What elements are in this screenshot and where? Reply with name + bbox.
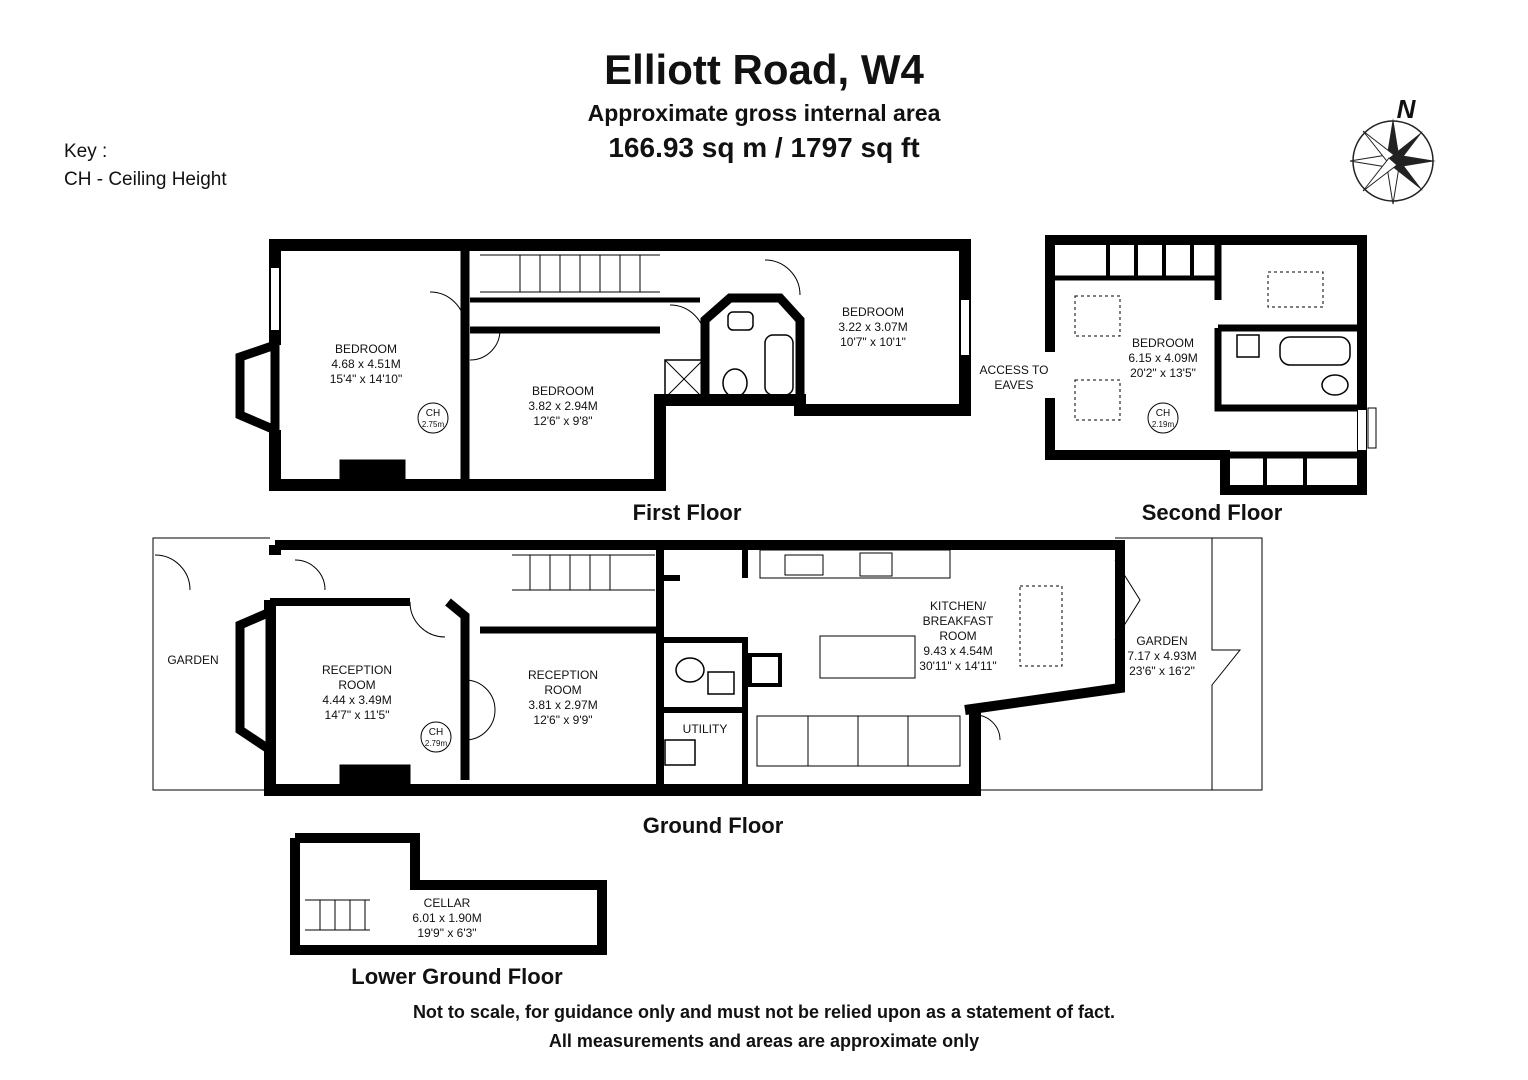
room-imperial: 20'2" x 13'5" <box>1130 366 1196 380</box>
svg-text:14'7" x 11'5": 14'7" x 11'5" <box>325 708 390 722</box>
room-ground-floor-reception-1: RECEPTION ROOM 4.44 x 3.49M 14'7" x 11'5… <box>322 663 452 753</box>
ceiling-height-value: 2.19m <box>1152 420 1175 429</box>
key-heading: Key : <box>64 141 108 162</box>
room-ground-floor-kitchen: KITCHEN/ BREAKFAST ROOM 9.43 x 4.54M 30'… <box>919 599 996 673</box>
svg-text:3.81 x 2.97M: 3.81 x 2.97M <box>528 698 597 712</box>
room-ground-floor-garden-front: GARDEN <box>167 653 218 667</box>
svg-text:KITCHEN/: KITCHEN/ <box>930 599 987 613</box>
room-imperial: 10'7" x 10'1" <box>840 335 906 349</box>
room-dims: 4.68 x 4.51M <box>331 357 400 371</box>
page-title: Elliott Road, W4 <box>604 46 924 93</box>
first-floor-plan <box>235 239 971 491</box>
compass-north-label: N <box>1397 94 1417 124</box>
svg-text:19'9" x 6'3": 19'9" x 6'3" <box>417 926 476 940</box>
room-name: BEDROOM <box>842 305 904 319</box>
room-first-floor-bedroom-2: BEDROOM 3.82 x 2.94M 12'6" x 9'8" <box>528 384 597 428</box>
room-ground-floor-reception-2: RECEPTION ROOM 3.81 x 2.97M 12'6" x 9'9" <box>528 668 598 727</box>
svg-text:ROOM: ROOM <box>544 683 581 697</box>
ground-floor-plan <box>152 537 1263 796</box>
ceiling-height-value: 2.79m <box>425 739 448 748</box>
svg-text:9.43 x 4.54M: 9.43 x 4.54M <box>923 644 992 658</box>
room-ground-floor-garden-rear: GARDEN 7.17 x 4.93M 23'6" x 16'2" <box>1127 634 1196 678</box>
svg-text:12'6" x 9'9": 12'6" x 9'9" <box>533 713 592 727</box>
lower-ground-floor-plan <box>290 833 607 955</box>
room-second-floor-bedroom: BEDROOM 6.15 x 4.09M 20'2" x 13'5" CH 2.… <box>1128 336 1198 434</box>
svg-text:RECEPTION: RECEPTION <box>528 668 598 682</box>
ceiling-height-label: CH <box>1156 408 1170 419</box>
ground-floor-label: Ground Floor <box>642 813 784 838</box>
ceiling-height-label: CH <box>426 408 440 419</box>
room-first-floor-bedroom-1: BEDROOM 4.68 x 4.51M 15'4" x 14'10" CH 2… <box>330 342 449 434</box>
second-floor-plan <box>1045 235 1377 495</box>
room-ground-floor-utility: UTILITY <box>683 722 728 736</box>
svg-text:BREAKFAST: BREAKFAST <box>923 614 994 628</box>
total-area: 166.93 sq m / 1797 sq ft <box>608 132 920 163</box>
lower-ground-floor-label: Lower Ground Floor <box>351 964 563 989</box>
svg-text:6.01 x 1.90M: 6.01 x 1.90M <box>412 911 481 925</box>
ceiling-height-value: 2.75m <box>422 420 445 429</box>
first-floor-label: First Floor <box>632 500 742 525</box>
room-first-floor-bedroom-3: BEDROOM 3.22 x 3.07M 10'7" x 10'1" <box>838 305 907 349</box>
svg-text:GARDEN: GARDEN <box>167 653 218 667</box>
svg-text:ROOM: ROOM <box>939 629 976 643</box>
room-dims: 3.22 x 3.07M <box>838 320 907 334</box>
svg-text:4.44 x 3.49M: 4.44 x 3.49M <box>322 693 391 707</box>
room-dims: 3.82 x 2.94M <box>528 399 597 413</box>
svg-text:23'6" x 16'2": 23'6" x 16'2" <box>1129 664 1195 678</box>
svg-text:30'11" x 14'11": 30'11" x 14'11" <box>919 659 996 673</box>
second-floor-label: Second Floor <box>1141 500 1283 525</box>
room-lower-ground-cellar: CELLAR 6.01 x 1.90M 19'9" x 6'3" <box>412 896 481 940</box>
svg-text:ROOM: ROOM <box>338 678 375 692</box>
page-subtitle: Approximate gross internal area <box>587 100 941 126</box>
disclaimer-line-1: Not to scale, for guidance only and must… <box>412 1002 1116 1022</box>
compass-icon: N <box>1349 94 1436 205</box>
svg-text:ACCESS TO: ACCESS TO <box>980 363 1049 377</box>
room-imperial: 15'4" x 14'10" <box>330 372 403 386</box>
svg-text:CELLAR: CELLAR <box>424 896 471 910</box>
room-name: BEDROOM <box>1132 336 1194 350</box>
disclaimer-line-2: All measurements and areas are approxima… <box>548 1031 980 1051</box>
ceiling-height-label: CH <box>429 727 443 738</box>
svg-text:RECEPTION: RECEPTION <box>322 663 392 677</box>
svg-text:EAVES: EAVES <box>994 378 1033 392</box>
svg-text:7.17 x 4.93M: 7.17 x 4.93M <box>1127 649 1196 663</box>
key-entry: CH - Ceiling Height <box>64 169 227 190</box>
room-name: BEDROOM <box>335 342 397 356</box>
room-name: BEDROOM <box>532 384 594 398</box>
room-imperial: 12'6" x 9'8" <box>533 414 592 428</box>
svg-text:UTILITY: UTILITY <box>683 722 728 736</box>
svg-text:GARDEN: GARDEN <box>1136 634 1187 648</box>
access-to-eaves-label: ACCESS TO EAVES <box>980 363 1049 392</box>
room-dims: 6.15 x 4.09M <box>1128 351 1197 365</box>
